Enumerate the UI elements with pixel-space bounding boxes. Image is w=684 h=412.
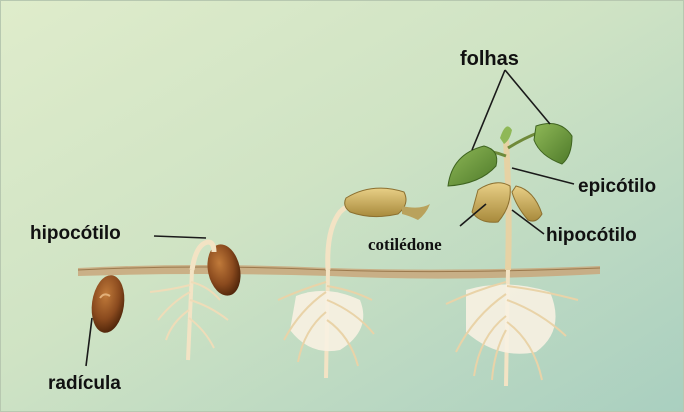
label-folhas: folhas [460, 49, 519, 69]
label-hipocotilo-left: hipocótilo [30, 224, 121, 243]
label-cotiledone: cotilédone [368, 236, 442, 253]
label-epicotilo: epicótilo [578, 177, 656, 196]
label-radicula: radícula [48, 374, 121, 393]
label-hipocotilo-right: hipocótilo [546, 226, 637, 245]
